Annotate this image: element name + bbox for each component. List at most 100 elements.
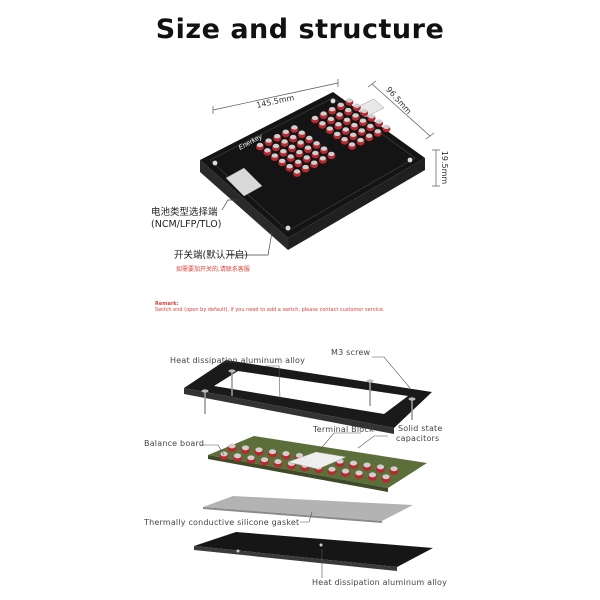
capacitor-top <box>320 111 327 116</box>
capacitor-top <box>329 107 336 112</box>
capacitor-top <box>366 133 373 138</box>
capacitor-top <box>328 466 336 472</box>
capacitor-top <box>255 447 263 453</box>
capacitor-top <box>302 164 309 170</box>
capacitor-top <box>279 158 286 164</box>
remark-text: Switch end (open by default), if you nee… <box>155 307 385 313</box>
top-board-side-right <box>288 158 425 250</box>
label-balance-board: Balance board <box>144 439 205 448</box>
capacitor-top <box>334 131 341 137</box>
capacitor-top <box>327 116 335 122</box>
capacitor-top <box>274 134 281 139</box>
top-heat-sink-frame-opening <box>214 371 408 414</box>
capacitor-top <box>383 124 390 130</box>
capacitor-top <box>295 159 302 164</box>
label-solid-state-capacitors-2: capacitors <box>396 434 440 443</box>
capacitor-top <box>311 115 319 121</box>
capacitor-top <box>357 137 364 143</box>
capacitor-top <box>342 127 349 132</box>
balance-board-capacitors <box>219 443 399 483</box>
capacitor-top <box>291 125 298 130</box>
label-solid-state-capacitors-1: Solid state <box>398 424 443 433</box>
capacitor-top <box>375 119 383 124</box>
capacitor-top <box>286 164 293 169</box>
capacitor-top <box>390 466 398 472</box>
exploded-leader-lines <box>200 356 411 578</box>
mounting-holes <box>212 98 413 231</box>
top-connector-left <box>225 167 263 197</box>
capacitor-top <box>280 149 287 154</box>
balance-board-pcb-edge <box>208 455 388 492</box>
capacitor-top <box>328 151 335 157</box>
capacitor-top <box>341 137 348 142</box>
battery-type-port-label: 电池类型选择端 <box>151 207 218 218</box>
capacitor-top <box>293 169 301 174</box>
capacitor-top <box>352 113 359 118</box>
bottom-heat-sink-plate <box>194 532 433 567</box>
capacitor-top <box>320 146 328 151</box>
capacitor-top <box>374 129 381 134</box>
switch-port-leader <box>228 231 273 256</box>
capacitor-top <box>296 149 303 155</box>
capacitor-top <box>312 150 319 156</box>
capacitor-top <box>306 135 313 141</box>
capacitor-top <box>337 102 344 108</box>
capacitor-top <box>290 134 297 140</box>
capacitor-array-right <box>311 98 391 150</box>
capacitor-top <box>265 138 272 143</box>
capacitor-top <box>368 114 375 119</box>
dimension-height: 19.5mm <box>440 150 450 185</box>
capacitor-top <box>313 141 320 146</box>
capacitor-top <box>350 132 357 137</box>
capacitor-top <box>268 449 277 455</box>
bottom-plate-holes <box>236 543 323 553</box>
label-m3-screw: M3 screw <box>331 348 371 357</box>
capacitor-top <box>256 142 264 148</box>
dimension-lines <box>212 79 440 187</box>
bottom-heat-sink-plate-edge <box>194 546 397 571</box>
capacitor-top <box>228 443 236 449</box>
capacitor-top <box>260 457 269 463</box>
capacitor-top <box>298 130 305 135</box>
battery-type-leader <box>221 199 238 211</box>
capacitor-top <box>319 121 326 126</box>
capacitor-top <box>274 459 282 465</box>
label-silicone-gasket: Thermally conductive silicone gasket <box>144 518 300 527</box>
capacitor-top <box>319 156 326 161</box>
capacitor-top <box>326 126 333 131</box>
top-heat-sink-frame-side <box>184 388 394 434</box>
top-board-side <box>200 160 288 250</box>
capacitor-top <box>247 455 255 461</box>
label-terminal-block: Terminal Block <box>313 425 374 434</box>
silicone-gasket-edge <box>203 507 382 523</box>
label-heat-sink-top: Heat dissipation aluminum alloy <box>170 356 306 365</box>
capacitor-top <box>345 107 352 113</box>
capacitor-top <box>359 118 367 123</box>
capacitor-top <box>303 155 310 160</box>
top-board-frame <box>209 97 416 232</box>
capacitor-top <box>343 117 351 123</box>
capacitor-top <box>336 112 343 117</box>
capacitor-array-left <box>256 125 336 177</box>
label-heat-sink-bottom: Heat dissipation aluminum alloy <box>312 578 448 587</box>
m3-screws <box>204 372 413 420</box>
capacitor-top <box>271 153 278 158</box>
capacitor-top <box>282 129 289 134</box>
capacitor-top <box>349 460 358 466</box>
capacitor-top <box>367 123 374 129</box>
capacitor-top <box>361 108 368 114</box>
capacitor-top <box>351 122 358 128</box>
capacitor-top <box>346 98 353 103</box>
capacitor-top <box>297 140 304 145</box>
capacitor-top <box>358 128 365 133</box>
capacitor-top <box>220 451 228 457</box>
remark-label: Remark: <box>155 301 179 307</box>
silicone-gasket <box>203 496 413 521</box>
capacitor-top <box>376 464 385 470</box>
capacitor-top <box>382 474 390 480</box>
capacitor-top <box>335 122 342 127</box>
capacitor-top <box>288 144 296 149</box>
battery-type-port-options: (NCM/LFP/TLO) <box>151 219 222 230</box>
terminal-block <box>287 451 347 470</box>
